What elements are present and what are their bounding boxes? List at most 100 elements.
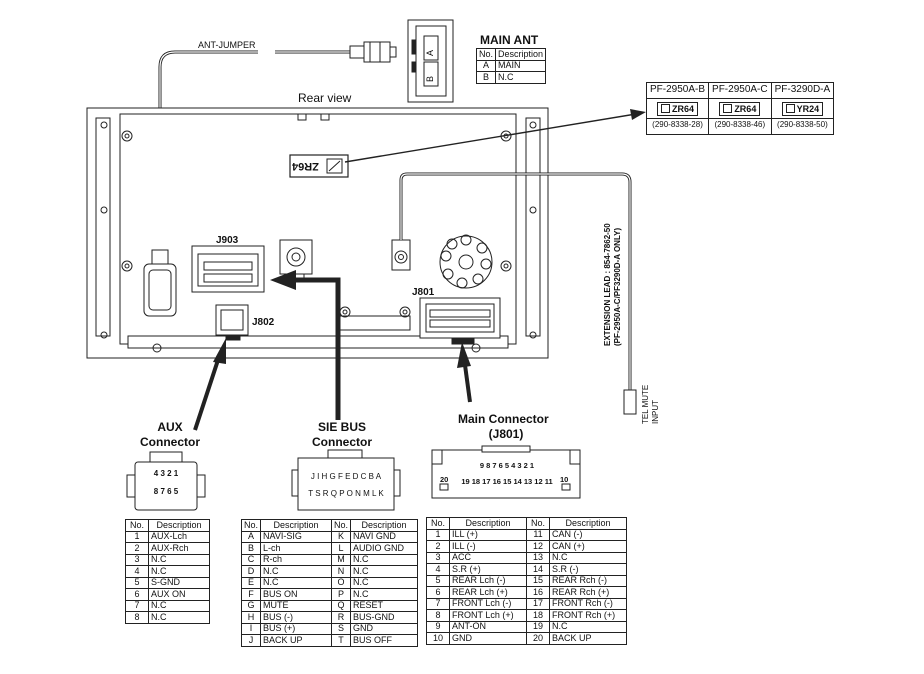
pin-description: GND [449, 632, 527, 645]
pin-description: N.C [148, 611, 210, 624]
pin-description: N.C [350, 576, 419, 589]
model-code: YR24 [796, 103, 820, 114]
main-pin-10: 10 [560, 475, 569, 484]
header-no: No. [240, 519, 262, 532]
pin-no: C [240, 553, 262, 566]
header-no: No. [331, 519, 352, 532]
aux-pins-bottom: 8 7 6 5 [153, 487, 179, 496]
model-code-cell: ZR64 [645, 97, 710, 119]
pin-description: N.C [350, 553, 419, 566]
pin-description: FRONT Lch (+) [449, 609, 527, 622]
j802-label: J802 [252, 317, 275, 328]
pin-description: BUS ON [260, 588, 333, 601]
pin-no: T [331, 634, 352, 647]
pin-no: 13 [526, 551, 550, 564]
model-code-row: ZR64 ZR64 YR24 [645, 97, 835, 119]
pin-description: REAR Lch (-) [449, 574, 527, 587]
fan-grille [439, 234, 493, 289]
pin-description: CAN (-) [549, 528, 627, 541]
pin-description: BUS OFF [350, 634, 419, 647]
pin-no: 19 [526, 620, 550, 633]
table-header-row: No. Description [475, 48, 547, 61]
pin-description: R-ch [260, 553, 333, 566]
j903-connector [191, 245, 265, 293]
code-box-icon [661, 103, 670, 113]
pin-no: 1 [125, 530, 149, 543]
zr64-unit-text: ZR64 [292, 160, 319, 172]
model-code-badge: YR24 [781, 101, 824, 116]
pin-no: 15 [526, 574, 550, 587]
pin-description: CAN (+) [549, 540, 627, 553]
pin-description: FRONT Rch (-) [549, 597, 627, 610]
sie-connector-face [291, 449, 401, 511]
pin-description: ACC [449, 551, 527, 564]
pin-no: 3 [426, 551, 450, 564]
model-table: PF-2950A-B PF-2950A-C PF-3290D-A ZR64 ZR… [645, 82, 835, 135]
pin-no: S [331, 622, 352, 635]
sie-pins-bottom: T S R Q P O N M L K [308, 489, 384, 498]
pin-description: N.C [549, 620, 627, 633]
pin-description: BUS (+) [260, 622, 333, 635]
pin-description: N.C [350, 565, 419, 578]
pin-description: N.C [148, 565, 210, 578]
ant-jumper-plug [143, 249, 177, 317]
model-code-cell: YR24 [770, 97, 835, 119]
header-description: Description [449, 517, 527, 530]
pin-description: FRONT Lch (-) [449, 597, 527, 610]
pin-no: 3 [125, 553, 149, 566]
j802-connector [215, 304, 249, 341]
pin-description: ILL (+) [449, 528, 527, 541]
pin-description: ILL (-) [449, 540, 527, 553]
header-description: Description [148, 519, 210, 532]
pin-description: AUX ON [148, 588, 210, 601]
pin-no: 18 [526, 609, 550, 622]
pin-description: BACK UP [260, 634, 333, 647]
main-ant-connector [407, 19, 454, 103]
header-description: Description [350, 519, 419, 532]
pin-description: AUX-Rch [148, 542, 210, 555]
pin-no: Q [331, 599, 352, 612]
pin-no: 2 [125, 542, 149, 555]
ant-pin-a-label: A [425, 49, 435, 56]
aux-connector-face [126, 451, 206, 511]
model-name: PF-2950A-C [708, 82, 772, 99]
main-connector-arrow [457, 342, 472, 403]
pin-no: 8 [426, 609, 450, 622]
model-name: PF-3290D-A [770, 82, 835, 99]
header-no: No. [426, 517, 450, 530]
extension-jack [391, 239, 411, 271]
extension-lead-label: EXTENSION LEAD : 854-7862-50 [603, 223, 612, 346]
main-pins-top: 9 8 7 6 5 4 3 2 1 [479, 461, 535, 470]
pin-description: BUS-GND [350, 611, 419, 624]
pin-description: N.C [148, 553, 210, 566]
ant-jumper-label: ANT-JUMPER [198, 40, 256, 50]
pin-description: REAR Rch (+) [549, 586, 627, 599]
pin-description: S.R (+) [449, 563, 527, 576]
pin-no: J [240, 634, 262, 647]
model-name: PF-2950A-B [645, 82, 710, 99]
header-description: Description [495, 48, 547, 61]
pin-no: 5 [125, 576, 149, 589]
pin-description: FRONT Rch (+) [549, 609, 627, 622]
